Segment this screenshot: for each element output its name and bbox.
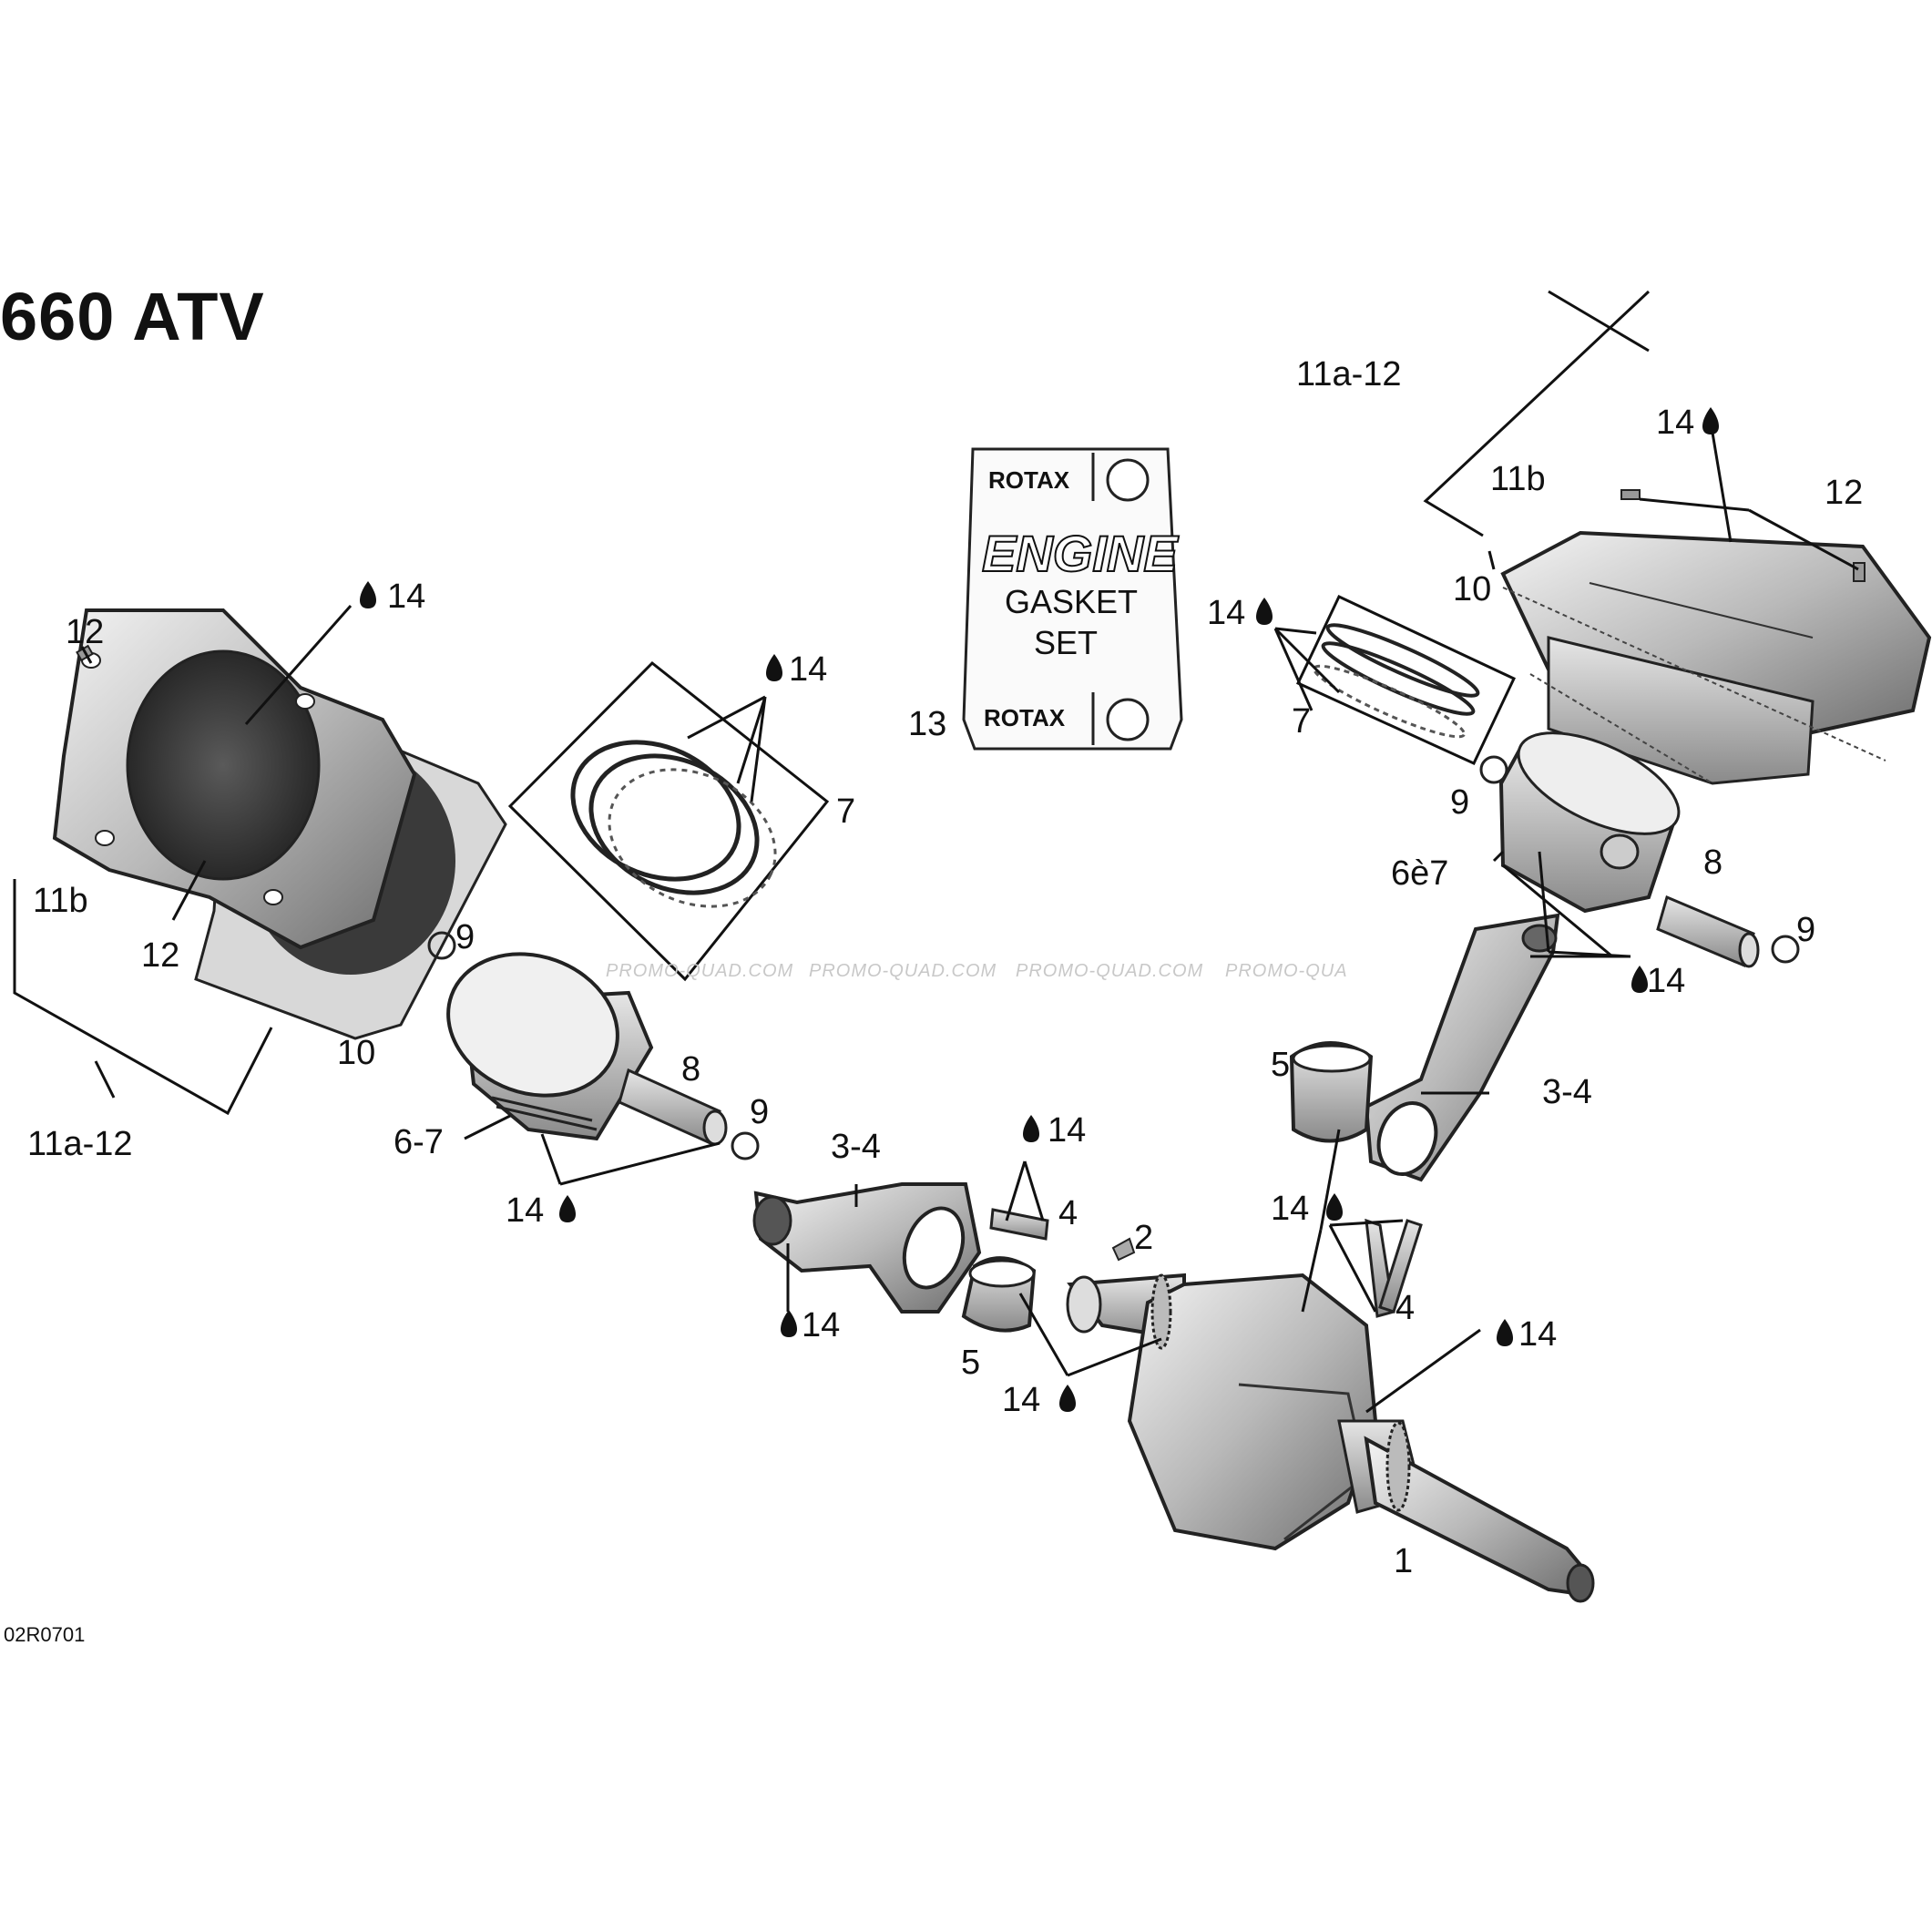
drawing-code: 02R0701 bbox=[4, 1623, 86, 1646]
rotax-emblem-bottom bbox=[1106, 698, 1150, 741]
callout-label: 11b bbox=[1490, 460, 1546, 498]
callout-label: 6-7 bbox=[394, 1123, 444, 1161]
left-connecting-rod bbox=[752, 1182, 982, 1314]
callout-label: 14 bbox=[1207, 594, 1246, 632]
callout-label: 14 bbox=[1656, 404, 1695, 442]
watermark-text: PROMO-QUAD.COM bbox=[606, 961, 794, 981]
callout-label: 5 bbox=[1271, 1046, 1291, 1084]
oil-drop-icon bbox=[1256, 598, 1273, 625]
gasket-card-line2: GASKET bbox=[1005, 583, 1139, 620]
oil-drop-icon bbox=[360, 581, 376, 608]
callout-label: 12 bbox=[1825, 474, 1864, 512]
oil-drop-icon bbox=[1326, 1193, 1343, 1221]
callout-label: 8 bbox=[1703, 843, 1723, 882]
lubricant-drop-icons bbox=[360, 407, 1719, 1412]
callout-label: 12 bbox=[66, 613, 105, 651]
right-piston-rings-set bbox=[1295, 595, 1516, 765]
left-cylinder bbox=[52, 608, 507, 1040]
oil-drop-icon bbox=[766, 654, 782, 681]
callout-label: 8 bbox=[681, 1050, 701, 1089]
oil-drop-icon bbox=[1631, 966, 1648, 993]
left-piston-rings-set bbox=[507, 660, 830, 982]
oil-drop-icon bbox=[1497, 1319, 1513, 1346]
oil-drop-icon bbox=[1059, 1385, 1076, 1412]
oil-drop-icon bbox=[559, 1195, 576, 1222]
right-piston bbox=[1479, 731, 1800, 968]
callout-label: 14 bbox=[789, 650, 828, 689]
callout-label: 11a-12 bbox=[1296, 355, 1402, 394]
callout-label: 9 bbox=[455, 918, 475, 956]
watermark-text: PROMO-QUA bbox=[1225, 961, 1348, 981]
callout-label: 12 bbox=[141, 936, 180, 975]
woodruff-key bbox=[1111, 1237, 1136, 1262]
callout-label: 10 bbox=[337, 1034, 376, 1072]
callout-label: 2 bbox=[1134, 1219, 1154, 1257]
gasket-card-line3: SET bbox=[1034, 624, 1099, 661]
oil-drop-icon bbox=[1702, 407, 1719, 434]
callout-label: 7 bbox=[836, 792, 856, 831]
right-bearing-shell bbox=[1289, 1041, 1374, 1143]
right-cylinder bbox=[1500, 489, 1932, 785]
gasket-card-brand-bottom: ROTAX bbox=[984, 704, 1066, 731]
oil-drop-icon bbox=[781, 1310, 797, 1337]
callout-label: 14 bbox=[506, 1191, 545, 1230]
engine-gasket-set-card bbox=[962, 447, 1183, 751]
oil-drop-icon bbox=[1023, 1115, 1039, 1142]
left-circlip-a bbox=[427, 931, 456, 960]
callout-label: 3-4 bbox=[1542, 1073, 1592, 1111]
left-bearing-shell bbox=[961, 1256, 1037, 1333]
callout-label: 4 bbox=[1395, 1289, 1416, 1327]
callout-label: 3-4 bbox=[831, 1128, 881, 1166]
left-11a-bracket bbox=[13, 879, 273, 1116]
page-title: 660 ATV bbox=[0, 279, 265, 354]
callout-label: 9 bbox=[1450, 783, 1470, 822]
callout-label: 14 bbox=[1518, 1315, 1558, 1354]
callout-label: 7 bbox=[1292, 702, 1312, 741]
leader-lines bbox=[80, 432, 1859, 1414]
watermark-text: PROMO-QUAD.COM bbox=[809, 961, 997, 981]
callout-label: 4 bbox=[1058, 1194, 1078, 1232]
gasket-card-line1: ENGINE bbox=[981, 524, 1179, 583]
right-dowel-pin-b bbox=[1853, 562, 1866, 582]
callout-label: 13 bbox=[908, 705, 947, 743]
callout-label: 14 bbox=[1647, 962, 1686, 1000]
right-connecting-rod bbox=[1364, 913, 1560, 1182]
callout-label: 11a-12 bbox=[27, 1125, 133, 1163]
callout-label: 9 bbox=[1796, 911, 1816, 949]
callout-label: 5 bbox=[961, 1344, 981, 1382]
right-circlip-a bbox=[1479, 755, 1508, 784]
callout-label: 6è7 bbox=[1391, 854, 1449, 893]
left-circlip-b bbox=[731, 1131, 760, 1160]
rotax-emblem-top bbox=[1106, 458, 1150, 502]
crankshaft bbox=[1066, 1273, 1595, 1603]
callout-label: 14 bbox=[1048, 1111, 1087, 1150]
right-11a-bracket bbox=[1423, 290, 1651, 537]
callout-label: 14 bbox=[802, 1306, 841, 1344]
callout-label: 10 bbox=[1453, 570, 1492, 608]
callout-label: 9 bbox=[750, 1093, 770, 1131]
rod-bolt-left bbox=[989, 1208, 1049, 1241]
watermark-text: PROMO-QUAD.COM bbox=[1016, 961, 1204, 981]
gasket-card-brand-top: ROTAX bbox=[988, 466, 1070, 494]
callout-label: 14 bbox=[1271, 1190, 1310, 1228]
callout-label: 14 bbox=[387, 578, 426, 616]
left-cylinder-bore bbox=[126, 649, 321, 881]
callout-label: 1 bbox=[1394, 1542, 1414, 1580]
right-circlip-b bbox=[1771, 935, 1800, 964]
left-piston bbox=[427, 931, 760, 1160]
right-dowel-pin-a bbox=[1620, 489, 1641, 500]
callout-label: 14 bbox=[1002, 1381, 1041, 1419]
callout-label: 11b bbox=[33, 882, 88, 920]
